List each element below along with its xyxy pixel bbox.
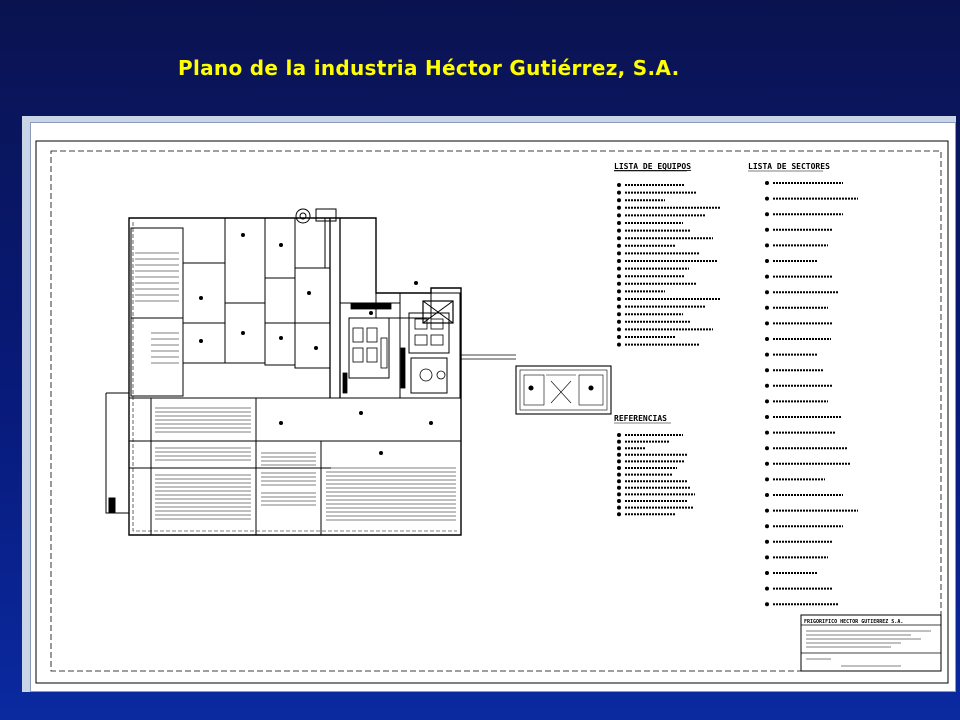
reference-item-marker (617, 492, 621, 497)
sectors-list-rows (765, 181, 858, 607)
sector-item-marker (765, 212, 769, 217)
equipment-item-marker (617, 243, 621, 248)
equipment-list-heading: LISTA DE EQUIPOS (614, 162, 691, 171)
process-equipment (342, 302, 446, 394)
reference-item-marker (617, 505, 621, 510)
sector-item-marker (765, 259, 769, 263)
outer-frame (35, 140, 949, 684)
equipment-item-marker (617, 266, 621, 271)
equipment-item-marker (617, 319, 621, 324)
sector-item-marker (765, 446, 769, 451)
floor-plan-drawing: LISTA DE EQUIPOS REFERENCIAS LISTA DE SE… (35, 140, 949, 684)
equipment-item-marker (617, 289, 621, 294)
sector-item-marker (765, 337, 769, 341)
sector-item-marker (765, 524, 769, 529)
sector-item-marker (765, 274, 769, 279)
reference-item-marker (617, 512, 621, 517)
sector-item-marker (765, 539, 769, 544)
equipment-item-marker (617, 205, 621, 210)
sector-item-marker (765, 368, 769, 373)
left-annex (105, 392, 129, 514)
sector-item-marker (765, 571, 769, 575)
sector-item-marker (765, 415, 769, 419)
sector-item-marker (765, 383, 769, 388)
equipment-item-marker (617, 228, 621, 233)
references-rows (617, 433, 695, 517)
reference-item-marker (617, 459, 621, 464)
sector-item-marker (765, 196, 769, 201)
tag-markers (199, 233, 433, 455)
equipment-list: LISTA DE EQUIPOS (614, 162, 720, 347)
sector-item-marker (765, 352, 769, 357)
sector-item-marker (765, 493, 769, 497)
equipment-item-marker (617, 312, 621, 317)
sector-item-marker (765, 321, 769, 326)
sectors-list: LISTA DE SECTORES (748, 162, 858, 607)
cold-storage-racks (135, 252, 456, 521)
sector-item-marker (765, 586, 769, 591)
sector-item-marker (765, 508, 769, 513)
reference-item-marker (617, 499, 621, 503)
equipment-item-marker (617, 251, 621, 256)
equipment-item-marker (617, 236, 621, 241)
reference-item-marker (617, 446, 621, 451)
sectors-list-heading: LISTA DE SECTORES (748, 162, 830, 171)
equipment-item-marker (617, 342, 621, 347)
equipment-item-marker (617, 259, 621, 263)
sector-item-marker (765, 477, 769, 482)
title-block: FRIGORIFICO HECTOR GUTIERREZ S.A. (800, 614, 942, 672)
sector-item-marker (765, 243, 769, 248)
equipment-item-marker (617, 297, 621, 301)
references-legend: REFERENCIAS (614, 414, 695, 517)
equipment-item-marker (617, 327, 621, 332)
sector-item-marker (765, 290, 769, 295)
reference-item-marker (617, 466, 621, 470)
equipment-item-marker (617, 198, 621, 203)
sector-item-marker (765, 602, 769, 607)
references-heading: REFERENCIAS (614, 414, 667, 423)
main-building-plan (128, 208, 462, 536)
connector-path (461, 354, 516, 360)
page-title: Plano de la industria Héctor Gutiérrez, … (178, 56, 680, 80)
reference-item-marker (617, 452, 621, 457)
equipment-item-marker (617, 274, 621, 279)
drawing-sheet: LISTA DE EQUIPOS REFERENCIAS LISTA DE SE… (30, 122, 956, 692)
sector-item-marker (765, 305, 769, 310)
reference-item-marker (617, 485, 621, 490)
equipment-item-marker (617, 335, 621, 339)
equipment-item-marker (617, 213, 621, 218)
sector-item-marker (765, 227, 769, 232)
reference-item-marker (617, 439, 621, 444)
sector-item-marker (765, 461, 769, 466)
reference-item-marker (617, 433, 621, 437)
reference-item-marker (617, 472, 621, 477)
sector-item-marker (765, 181, 769, 185)
equipment-item-marker (617, 183, 621, 187)
inner-frame (50, 150, 942, 672)
equipment-item-marker (617, 190, 621, 195)
equipment-item-marker (617, 304, 621, 309)
reference-item-marker (617, 479, 621, 484)
equipment-list-rows (617, 183, 720, 347)
auxiliary-building (515, 365, 612, 415)
title-block-company: FRIGORIFICO HECTOR GUTIERREZ S.A. (804, 619, 903, 625)
sector-item-marker (765, 399, 769, 404)
sector-item-marker (765, 430, 769, 435)
equipment-item-marker (617, 221, 621, 225)
equipment-item-marker (617, 281, 621, 286)
sector-item-marker (765, 555, 769, 560)
